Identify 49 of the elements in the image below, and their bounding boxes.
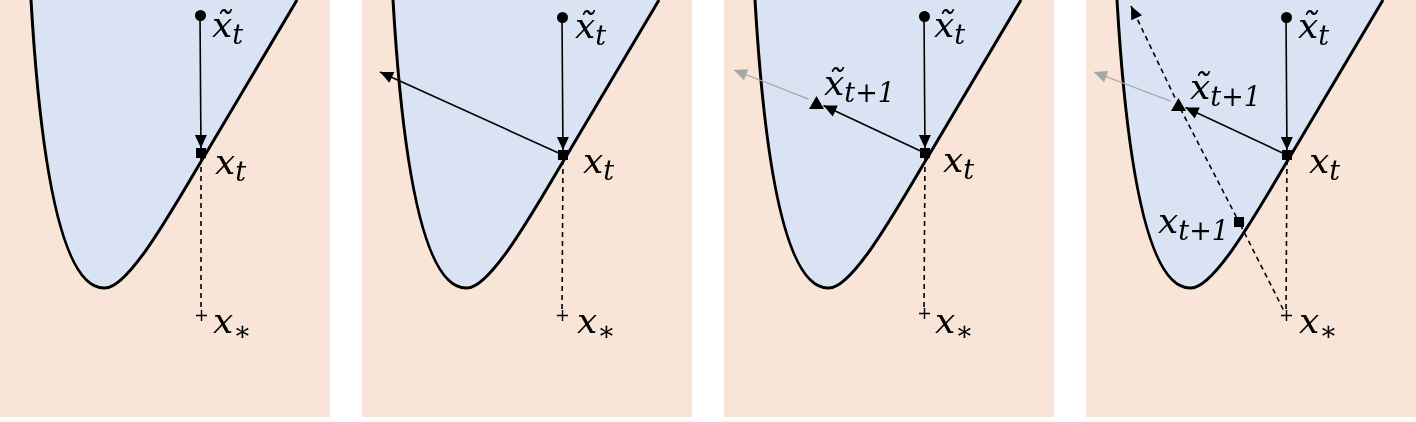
arrow (822, 104, 921, 152)
variable-label: x$_{t+1}$ (1158, 198, 1229, 244)
plus-marker (918, 307, 930, 319)
variable-label: x̃$_{t}$ (212, 2, 244, 48)
variable-label: x$_{∗}$ (577, 298, 616, 344)
plus-marker (1280, 309, 1292, 321)
dashed-line (1285, 159, 1288, 311)
diagram-panel (0, 0, 330, 417)
arrow (1184, 106, 1283, 154)
arrow (1280, 21, 1293, 151)
square-marker (920, 148, 930, 158)
dot-marker (194, 9, 206, 21)
dot-marker (918, 10, 930, 22)
dot-marker (556, 11, 568, 23)
variable-label: x̃$_{t}$ (1298, 3, 1330, 49)
plus-marker (556, 309, 568, 321)
variable-label: x̃$_{t}$ (934, 2, 966, 48)
diagram-panel (1086, 0, 1416, 417)
arrow (194, 19, 207, 149)
arrow (1093, 71, 1172, 102)
square-marker (1282, 150, 1292, 160)
variable-label: x̃$_{t}$ (575, 3, 607, 49)
diagram-panel (724, 0, 1054, 417)
square-marker (196, 148, 206, 158)
square-marker (1234, 217, 1244, 227)
variable-label: x$_{∗}$ (213, 298, 252, 344)
dashed-line (561, 159, 564, 311)
variable-label: x$_{t}$ (583, 138, 615, 184)
arrow (556, 21, 569, 151)
variable-label: x$_{t}$ (943, 137, 975, 183)
dashed-arrow (1130, 5, 1176, 99)
variable-label: x$_{∗}$ (1299, 298, 1338, 344)
triangle-marker (1170, 97, 1186, 111)
dashed-line (1180, 109, 1238, 218)
variable-label: x̃$_{t+1}$ (824, 60, 895, 106)
triangle-marker (808, 95, 824, 109)
arrow (379, 71, 559, 154)
dot-marker (1280, 11, 1292, 23)
plus-marker (195, 309, 207, 321)
variable-label: x$_{∗}$ (935, 298, 974, 344)
variable-label: x̃$_{t+1}$ (1190, 64, 1261, 110)
variable-label: x$_{t}$ (215, 139, 247, 185)
variable-label: x$_{t}$ (1309, 138, 1341, 184)
dashed-line (1240, 226, 1284, 311)
square-marker (558, 150, 568, 160)
diagram-panel (362, 0, 692, 417)
dashed-line (923, 157, 926, 309)
arrow (918, 20, 931, 149)
arrow (733, 69, 810, 100)
